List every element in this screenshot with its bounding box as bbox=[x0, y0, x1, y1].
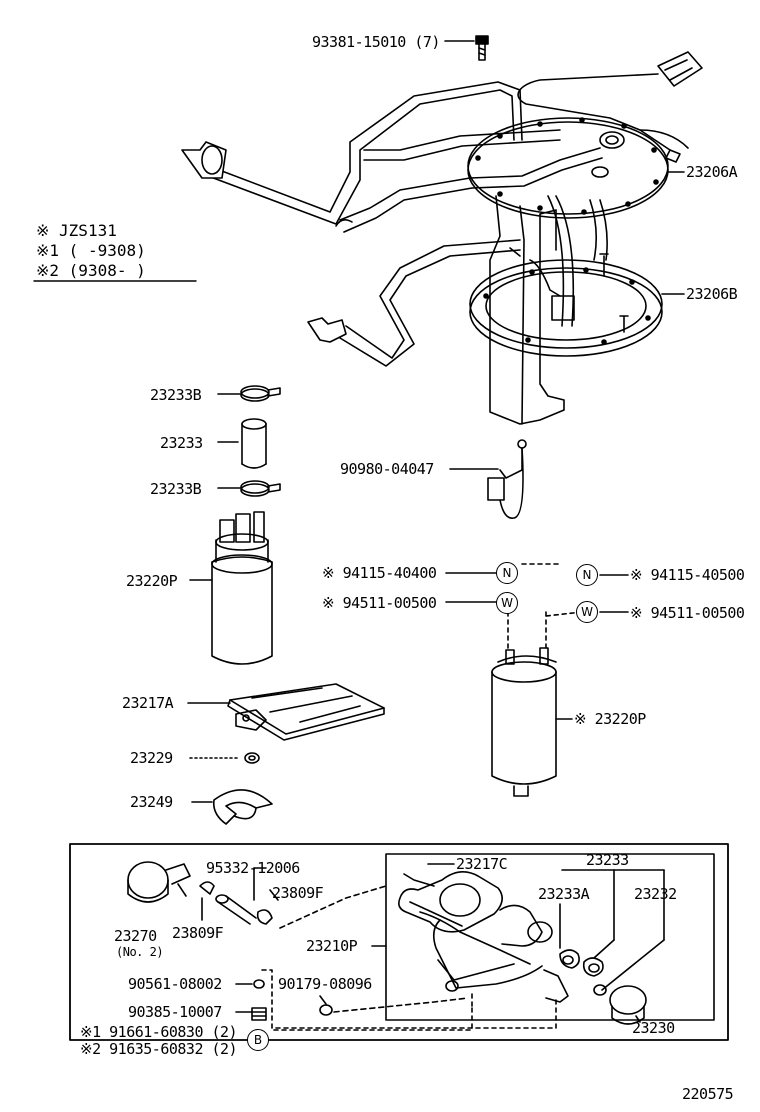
hose-23233 bbox=[241, 418, 267, 469]
label-23270-no: (No. 2) bbox=[116, 945, 164, 959]
range-note-1: ※1 ( -9308) bbox=[36, 241, 146, 260]
hose-95332 bbox=[199, 881, 273, 925]
label-94511-left: ※ 94511-00500 bbox=[322, 594, 437, 612]
label-23809F-top: 23809F bbox=[272, 884, 324, 902]
label-23249: 23249 bbox=[130, 793, 173, 811]
clamp-top bbox=[240, 385, 281, 402]
cushion-23249 bbox=[212, 789, 273, 825]
valve-23270 bbox=[127, 861, 191, 903]
label-23233A: 23233A bbox=[538, 885, 590, 903]
fuel-tubes bbox=[207, 81, 603, 367]
label-94115-left: ※ 94115-40400 bbox=[322, 564, 437, 582]
label-23232: 23232 bbox=[634, 885, 677, 903]
marker-B: B bbox=[247, 1029, 269, 1051]
label-23210P: 23210P bbox=[306, 937, 358, 955]
label-23217A: 23217A bbox=[122, 694, 174, 712]
label-90385: 90385-10007 bbox=[128, 1003, 222, 1021]
flange-plate-23206A bbox=[467, 117, 669, 219]
marker-W-left: W bbox=[496, 592, 518, 614]
label-23233B-bottom: 23233B bbox=[150, 480, 202, 498]
label-23206A: 23206A bbox=[686, 163, 738, 181]
pump-assembly-box bbox=[385, 853, 715, 1021]
gasket-23206B bbox=[469, 259, 663, 357]
figure-number: 220575 bbox=[682, 1085, 734, 1103]
label-90561: 90561-08002 bbox=[128, 975, 222, 993]
label-23220P-right: ※ 23220P bbox=[574, 710, 646, 728]
filter-23217A bbox=[227, 683, 385, 741]
marker-N-left: N bbox=[496, 562, 518, 584]
label-23230: 23230 bbox=[632, 1019, 675, 1037]
label-23233: 23233 bbox=[160, 434, 203, 452]
assembly-box bbox=[69, 843, 729, 1041]
strainer-23230 bbox=[609, 985, 647, 1025]
bolt-icon bbox=[475, 35, 489, 61]
label-23206B: 23206B bbox=[686, 285, 738, 303]
label-94511-right: ※ 94511-00500 bbox=[630, 604, 745, 622]
label-23809F-bottom: 23809F bbox=[172, 924, 224, 942]
label-23229: 23229 bbox=[130, 749, 173, 767]
marker-W-right: W bbox=[576, 601, 598, 623]
marker-N-right: N bbox=[576, 564, 598, 586]
fuel-pump-left bbox=[211, 511, 273, 665]
label-91661: ※1 91661-60830 (2) bbox=[80, 1023, 238, 1041]
label-23233-box: 23233 bbox=[586, 851, 629, 869]
resistor-90980 bbox=[487, 439, 527, 519]
label-23233B-top: 23233B bbox=[150, 386, 202, 404]
wire-connector bbox=[517, 51, 703, 163]
fuel-pump-right bbox=[491, 647, 557, 797]
label-23270: 23270 bbox=[114, 927, 157, 945]
label-23220P: 23220P bbox=[126, 572, 178, 590]
label-90980: 90980-04047 bbox=[340, 460, 434, 478]
label-93381: 93381-15010 (7) bbox=[312, 33, 440, 51]
label-94115-right: ※ 94115-40500 bbox=[630, 566, 745, 584]
label-95332: 95332-12006 bbox=[206, 859, 300, 877]
sender-bracket bbox=[489, 195, 609, 425]
label-23217C: 23217C bbox=[456, 855, 508, 873]
range-note-2: ※2 (9308- ) bbox=[36, 261, 146, 280]
label-90179: 90179-08096 bbox=[278, 975, 372, 993]
model-note: ※ JZS131 bbox=[36, 221, 117, 240]
clamp-bottom bbox=[240, 480, 281, 497]
label-91635: ※2 91635-60832 (2) bbox=[80, 1040, 238, 1058]
